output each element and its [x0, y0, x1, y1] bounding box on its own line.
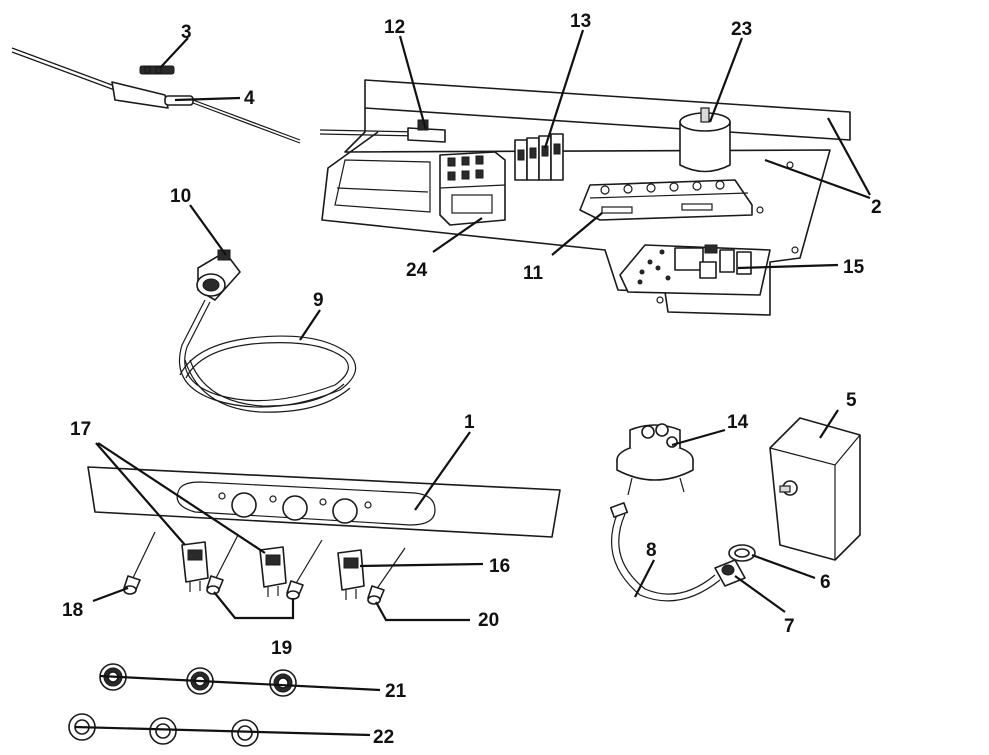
- contactor-part: [439, 151, 506, 226]
- terminal-block-part: [514, 133, 564, 181]
- callout-6: 6: [820, 572, 831, 593]
- callout-21: 21: [385, 681, 407, 702]
- callout-13: 13: [570, 11, 591, 32]
- sealing-washer-part: [728, 544, 756, 562]
- leader-lines: [74, 29, 871, 737]
- rocker-switch-part: [181, 541, 209, 592]
- callout-18: 18: [62, 600, 83, 621]
- callout-4: 4: [244, 88, 255, 109]
- thermal-probe-part: [11, 47, 301, 144]
- hose-fitting-part: [714, 559, 746, 587]
- hose-part: [178, 299, 357, 413]
- callout-3: 3: [181, 22, 192, 43]
- capacitor-part: [679, 107, 731, 173]
- pressure-switch-part: [616, 423, 694, 496]
- callout-7: 7: [784, 616, 795, 637]
- callout-22: 22: [373, 727, 394, 748]
- callout-10: 10: [170, 186, 191, 207]
- callout-labels: 3 4 12 13 23 2 24 11 15 10 9 1 14 5 6 7 …: [62, 11, 882, 748]
- callout-8: 8: [646, 540, 657, 561]
- callout-5: 5: [846, 390, 857, 411]
- control-board-part: [619, 244, 771, 296]
- callout-17: 17: [70, 419, 91, 440]
- connector-fitting-part: [196, 249, 241, 301]
- indicator-lamp-part: [286, 539, 323, 600]
- silicone-tube-part: [609, 502, 721, 602]
- small-relay-part: [407, 119, 446, 143]
- callout-16: 16: [489, 556, 510, 577]
- indicator-lamp-part: [123, 531, 156, 595]
- probe-clip-part: [139, 65, 175, 75]
- callout-11: 11: [523, 263, 544, 284]
- control-panel-part: [87, 466, 561, 538]
- rocker-switch-part: [259, 546, 287, 597]
- callout-12: 12: [384, 17, 405, 38]
- callout-23: 23: [731, 19, 752, 40]
- callout-2: 2: [871, 197, 882, 218]
- indicator-lamp-part: [206, 534, 239, 595]
- rocker-switch-part: [337, 549, 365, 600]
- callout-14: 14: [727, 412, 749, 433]
- callout-1: 1: [464, 412, 475, 433]
- bezel-ring-part: [269, 669, 297, 697]
- terminal-strip-part: [579, 179, 753, 221]
- callout-15: 15: [843, 257, 865, 278]
- indicator-lamp-part: [367, 547, 406, 605]
- housing-box-part: [769, 417, 861, 561]
- callout-9: 9: [313, 290, 324, 311]
- panel-nut-part: [149, 717, 177, 745]
- callout-20: 20: [478, 610, 499, 631]
- callout-19: 19: [271, 638, 292, 659]
- panel-nut-part: [231, 719, 259, 747]
- callout-24: 24: [406, 260, 428, 281]
